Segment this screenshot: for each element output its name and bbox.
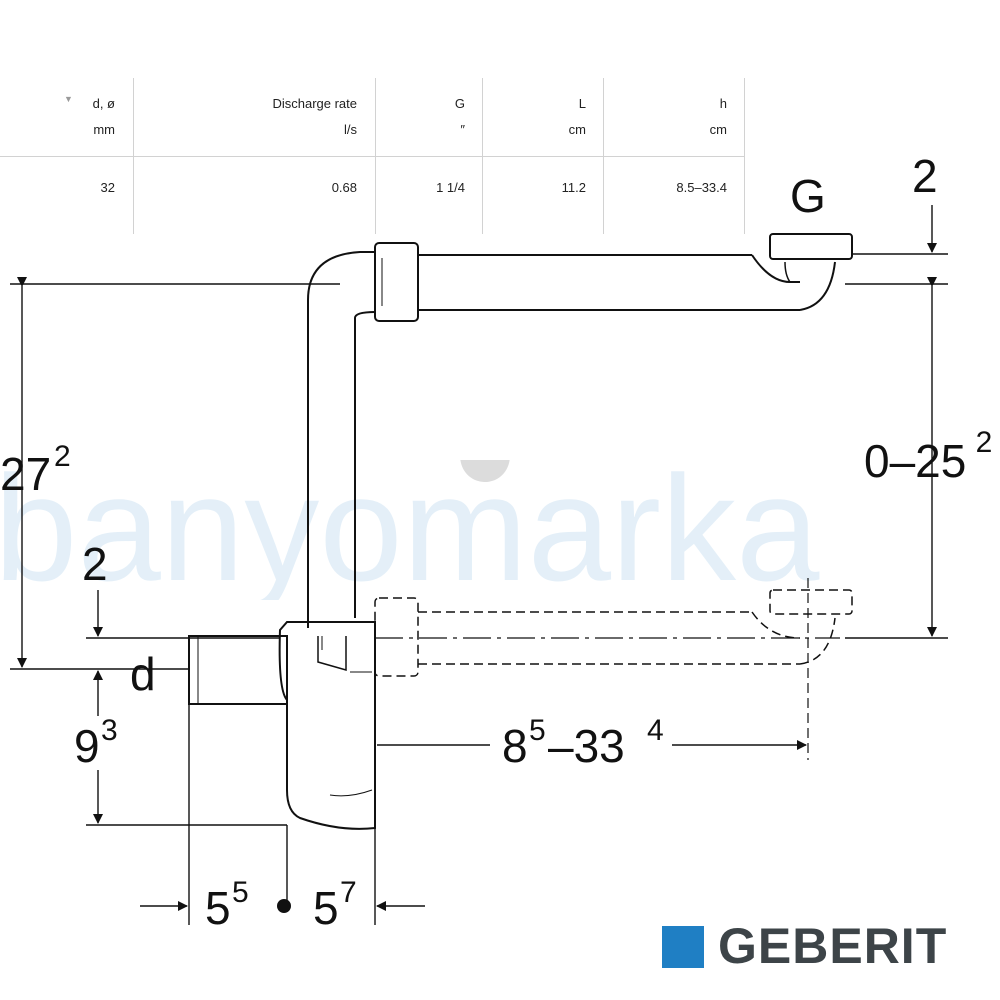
body-base-detail — [329, 789, 373, 797]
header-h[interactable]: h — [719, 96, 727, 111]
header-d-unit: mm — [93, 122, 115, 137]
elbow-right — [799, 261, 836, 311]
water-drop-icon — [460, 460, 510, 482]
cell-g: 1 1/4 — [436, 180, 465, 195]
elbow-inner — [784, 261, 791, 283]
table-divider — [0, 156, 745, 157]
header-l-unit: cm — [568, 122, 586, 137]
g-connector — [769, 233, 853, 260]
dim-left-width: 5 — [205, 882, 231, 934]
dim-left-width-sup: 5 — [232, 876, 249, 909]
dim-base-height: 9 — [74, 720, 100, 772]
dim-height-adjust-sup: 2 — [976, 426, 993, 459]
dimension-labels: G 2 27 2 0–25 2 2 d 9 3 8 5 –33 4 5 5 5 … — [0, 150, 992, 934]
watermark-text: banyomarka — [0, 460, 820, 600]
dim-length-dash: –33 — [548, 720, 625, 772]
reference-point — [277, 899, 291, 913]
siphon-body — [278, 621, 376, 830]
header-l[interactable]: L — [578, 96, 586, 111]
geberit-logo: GEBERIT — [662, 918, 992, 974]
dim-length-a: 8 — [502, 720, 528, 772]
dim-length-b-sup: 4 — [647, 714, 664, 747]
cell-h: 8.5–33.4 — [676, 180, 727, 195]
column-divider — [482, 78, 483, 234]
dim-height-adjust: 0–25 — [864, 435, 966, 487]
column-divider — [603, 78, 604, 234]
logo-square-icon — [662, 926, 704, 968]
watermark: banyomarka — [0, 460, 820, 600]
alt-coupling — [374, 597, 419, 677]
column-divider — [133, 78, 134, 234]
siphon-outline — [188, 233, 853, 830]
dim-length-a-sup: 5 — [529, 714, 546, 747]
dim-lower-offset: 2 — [82, 538, 108, 590]
dim-top-offset: 2 — [912, 150, 938, 202]
dim-base-height-sup: 3 — [101, 714, 118, 747]
cell-discharge-rate: 0.68 — [331, 180, 357, 195]
header-discharge-rate-unit: l/s — [344, 122, 357, 137]
dim-right-width-sup: 7 — [340, 876, 357, 909]
dim-right-width: 5 — [313, 882, 339, 934]
column-divider — [375, 78, 376, 234]
dim-height-main: 27 — [0, 448, 51, 500]
dim-height-main-sup: 2 — [54, 440, 71, 473]
inlet-stub — [188, 635, 288, 705]
header-d[interactable]: d, ø — [92, 96, 115, 111]
header-h-unit: cm — [709, 122, 727, 137]
header-g-unit: ″ — [460, 122, 465, 137]
header-discharge-rate[interactable]: Discharge rate — [272, 96, 357, 111]
siphon-clip — [317, 636, 347, 671]
column-divider — [744, 78, 745, 234]
header-g[interactable]: G — [454, 96, 465, 111]
sort-arrow-icon[interactable]: ▼ — [64, 94, 73, 104]
cell-d: 32 — [100, 180, 115, 195]
dim-d-label: d — [130, 648, 156, 700]
alt-g-connector — [769, 589, 853, 615]
dimension-lines — [10, 205, 948, 925]
logo-text: GEBERIT — [718, 918, 948, 974]
pipe-outer-left — [307, 251, 375, 628]
pipe-coupling — [374, 242, 419, 322]
dim-g-label: G — [790, 170, 826, 222]
spec-table: ▼ d, ø mm Discharge rate l/s G ″ L cm h … — [0, 78, 745, 234]
alt-position-outline — [374, 589, 853, 677]
cell-l: 11.2 — [561, 180, 586, 195]
pipe-inner-left — [354, 311, 376, 618]
